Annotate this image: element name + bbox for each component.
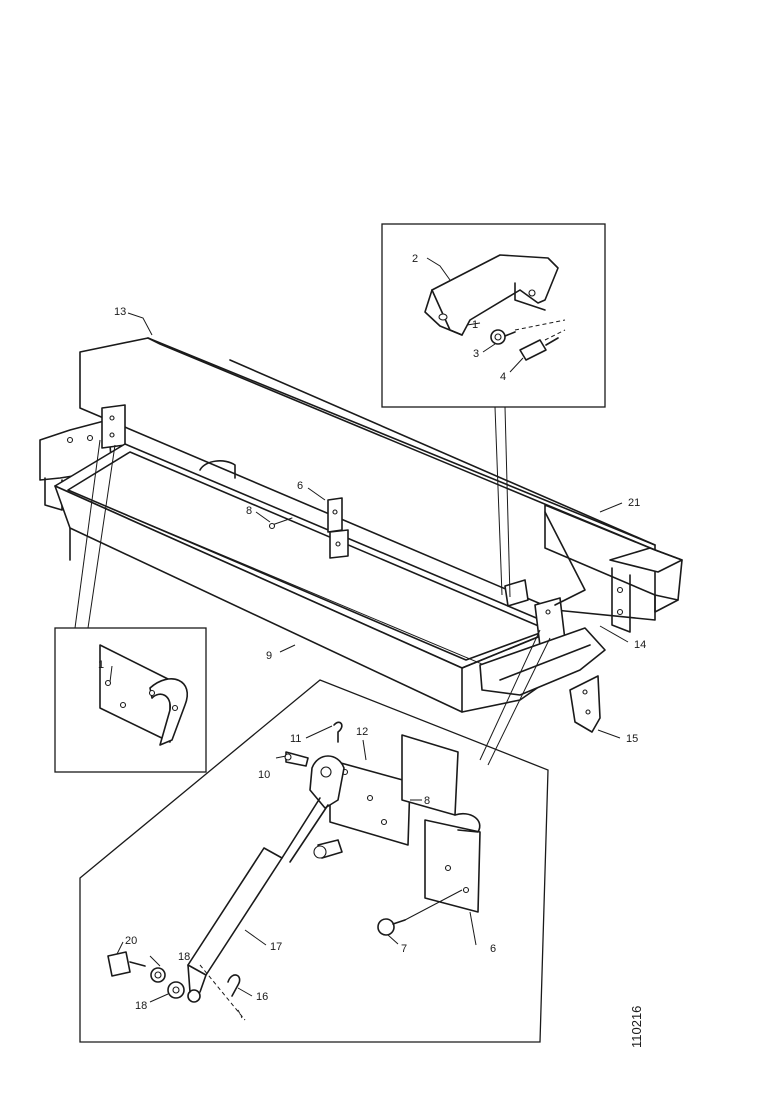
callout-6-main: 6 xyxy=(297,480,303,492)
figure-number: 110216 xyxy=(629,1006,644,1048)
callouts: 2 1 3 4 13 6 8 21 9 14 15 1 11 12 10 8 1… xyxy=(98,253,646,1012)
callout-10: 10 xyxy=(258,769,270,781)
callout-18-lower: 18 xyxy=(135,1000,147,1012)
callout-18-upper: 18 xyxy=(178,951,190,963)
callout-11: 11 xyxy=(290,733,301,745)
callout-13: 13 xyxy=(114,306,126,318)
tray-assembly xyxy=(39,337,683,733)
callout-7: 7 xyxy=(401,943,407,955)
callout-15: 15 xyxy=(626,733,638,745)
callout-17: 17 xyxy=(270,941,282,953)
callout-8-detail: 8 xyxy=(424,795,430,807)
callout-4: 4 xyxy=(500,371,506,383)
callout-2: 2 xyxy=(412,253,418,265)
callout-20: 20 xyxy=(125,935,137,947)
detail-small-hinge xyxy=(54,627,207,773)
callout-1-detail: 1 xyxy=(472,319,478,331)
callout-12: 12 xyxy=(356,726,368,738)
callout-14: 14 xyxy=(634,639,646,651)
callout-21: 21 xyxy=(628,497,640,509)
callout-1: 1 xyxy=(98,659,104,671)
callout-8-main: 8 xyxy=(246,505,252,517)
detail-gas-strut xyxy=(79,679,549,1043)
callout-6-detail: 6 xyxy=(490,943,496,955)
callout-3: 3 xyxy=(473,348,479,360)
callout-16: 16 xyxy=(256,991,268,1003)
detail-hinge-cover xyxy=(381,223,606,408)
callout-leaders xyxy=(109,257,629,1003)
callout-9: 9 xyxy=(266,650,272,662)
connection-leaders xyxy=(74,406,551,766)
